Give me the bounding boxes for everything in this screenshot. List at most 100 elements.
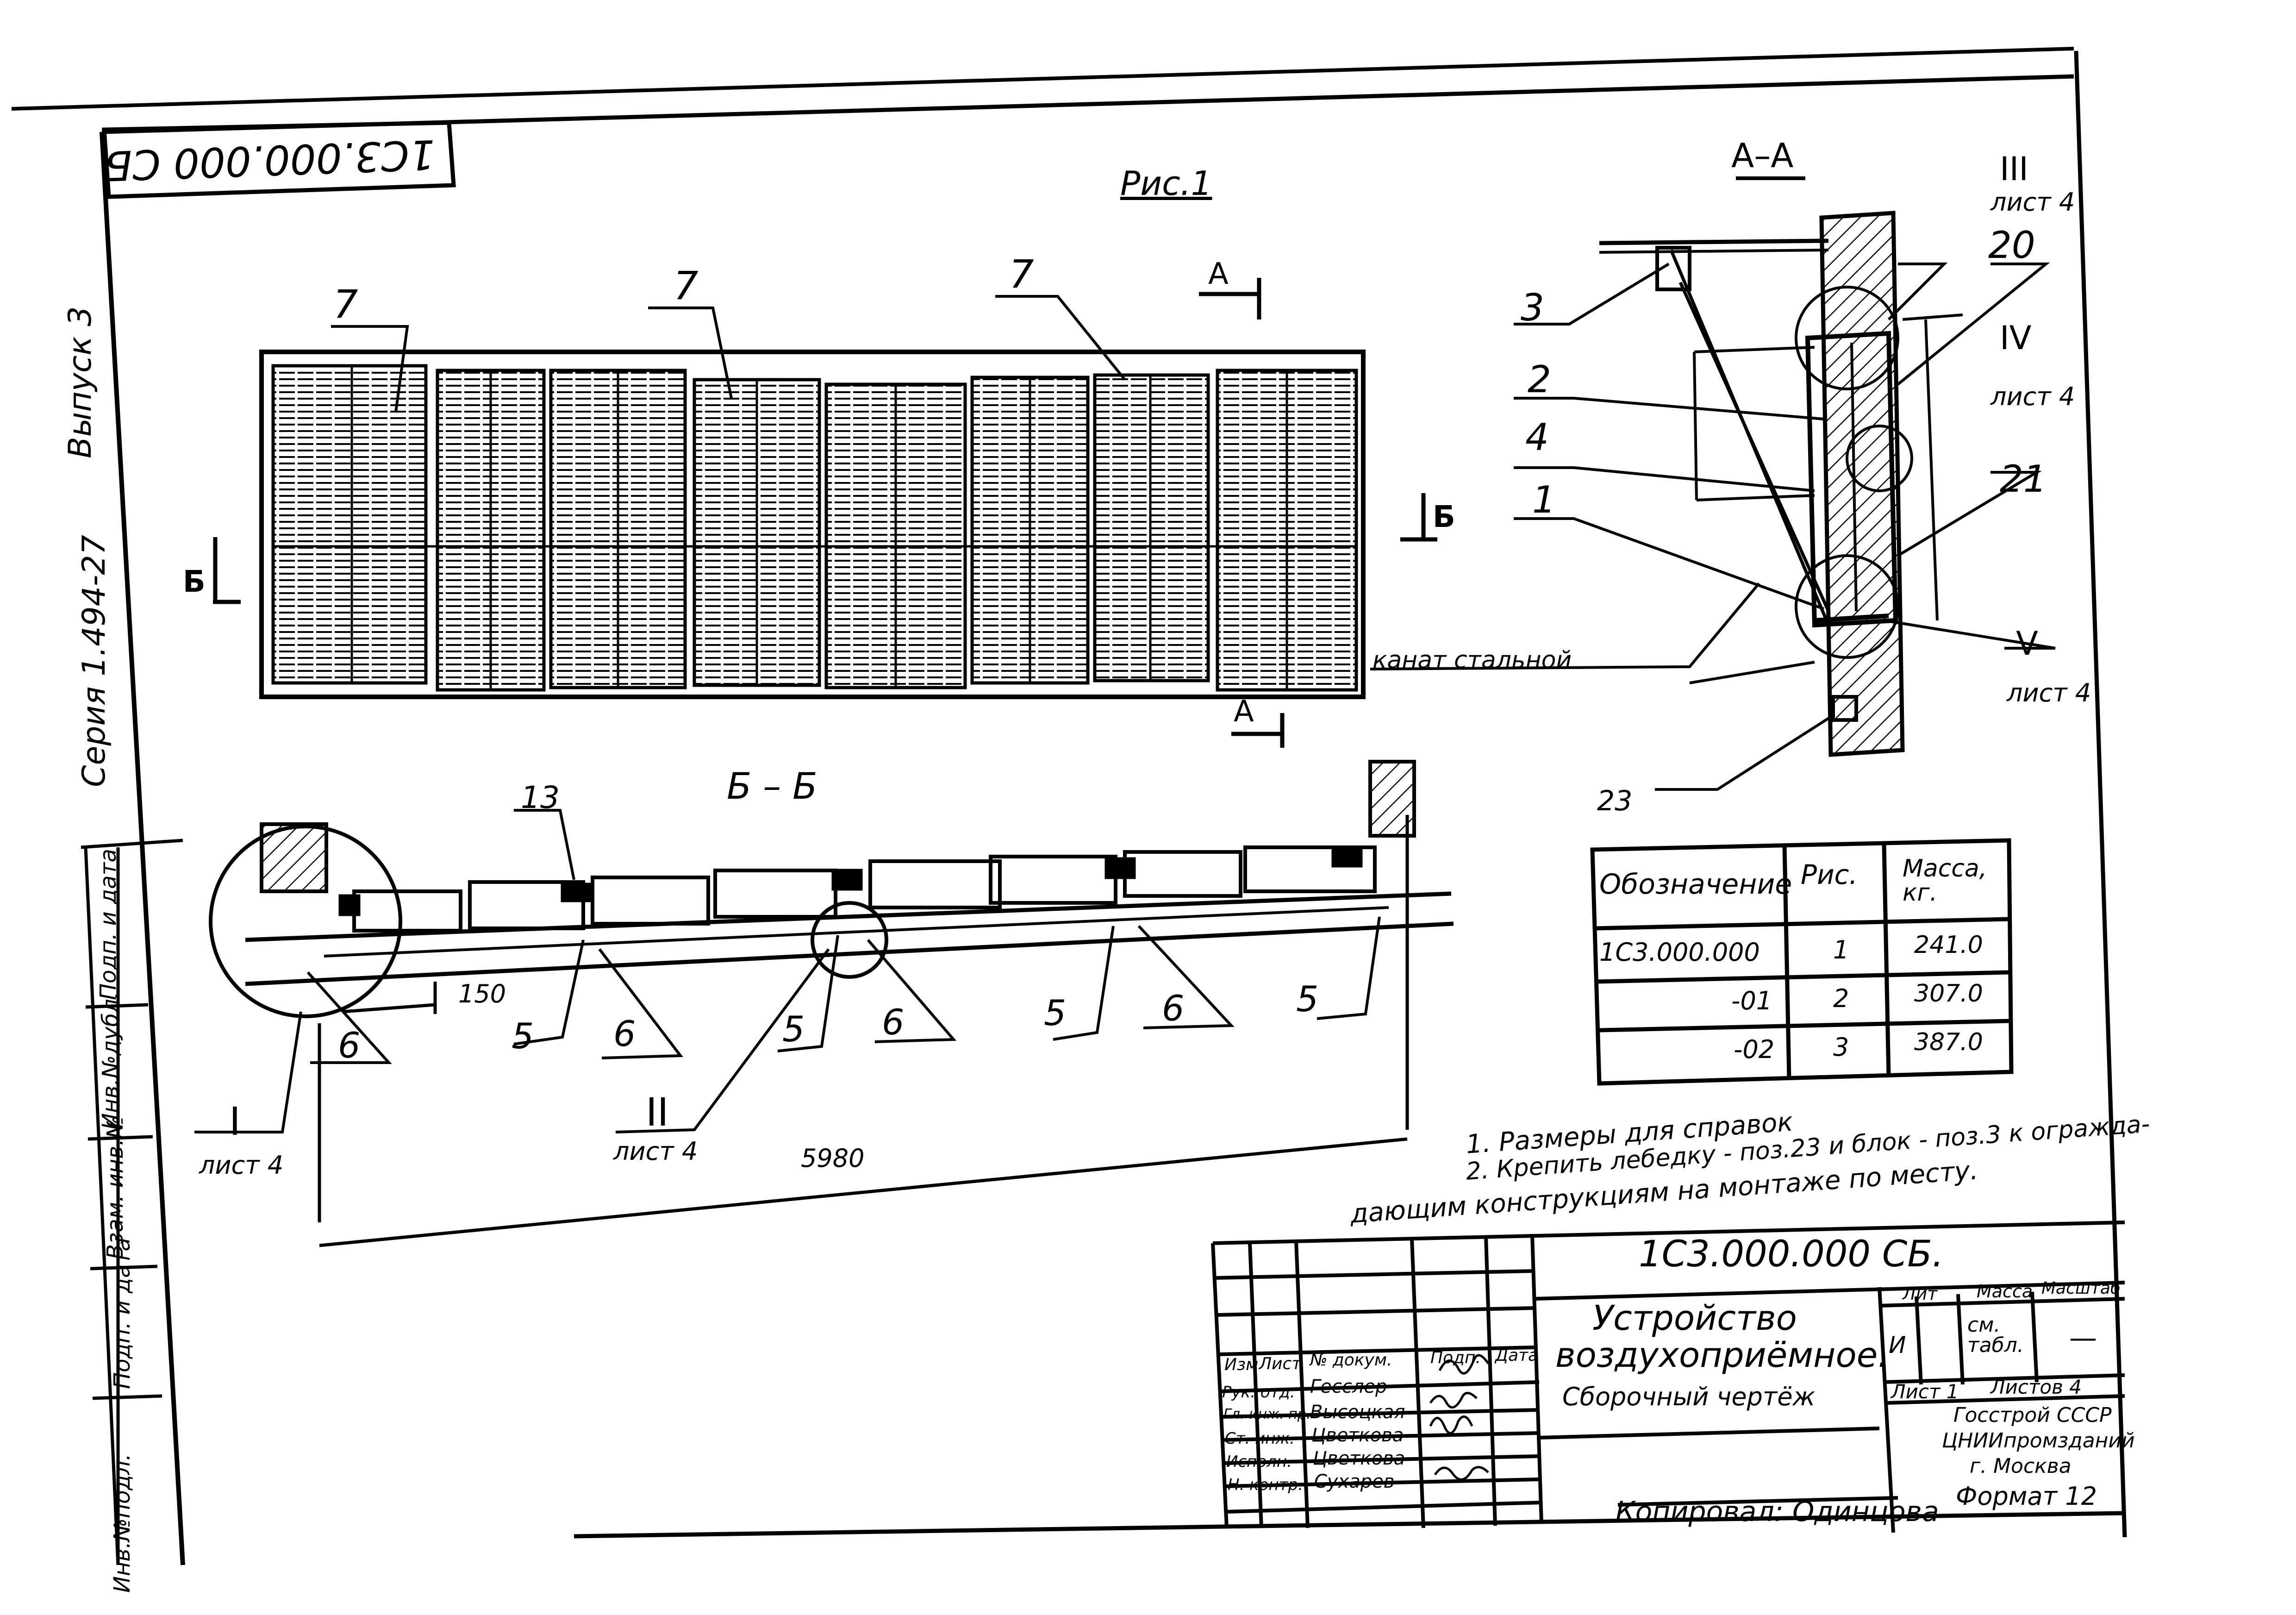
margin-cell-inv-podl: Инв.№подл. [109, 1453, 135, 1593]
dimension-5980: 5980 [801, 1144, 865, 1173]
callout-3: 3 [1521, 286, 1544, 329]
title-block-role-2: Гл. инж. пр. [1223, 1406, 1311, 1422]
title-block-mass-header: Масса [1977, 1281, 2033, 1302]
callout-20: 20 [1988, 224, 2035, 267]
callout-7-c: 7 [1009, 251, 1034, 297]
margin-cell-podp-1: Подп. и дата [109, 1238, 135, 1389]
section-aa-title: А–А [1731, 136, 1794, 175]
top-stamp-code: 1С3.000.000 СБ [103, 130, 436, 190]
dimension-150: 150 [458, 979, 506, 1008]
title-block-role-4: Исполн. [1226, 1452, 1292, 1471]
title-block-name-3: Цветкова [1311, 1425, 1404, 1446]
figure-label: Рис.1 [1120, 164, 1212, 203]
callout-roman-4: IV [2000, 319, 2032, 357]
title-block-col-date: Дата [1495, 1346, 1539, 1365]
callout-23: 23 [1597, 785, 1633, 817]
section-mark-b-right: Б [1433, 500, 1455, 534]
section-mark-b-left: Б [183, 565, 206, 599]
section-bb [209, 760, 1454, 1018]
callout-13: 13 [521, 780, 560, 815]
title-block-scale-value: — [2069, 1322, 2097, 1354]
callout-1: 1 [1532, 478, 1556, 521]
title-block-org-1: Госстрой СССР [1953, 1403, 2112, 1427]
top-stamp-frame [102, 120, 456, 199]
title-block-title-1: Устройство [1592, 1298, 1797, 1338]
callout-5-b: 5 [782, 1008, 805, 1050]
mass-table-row2-fig: 2 [1833, 984, 1849, 1013]
title-block-title-3: Сборочный чертёж [1562, 1382, 1816, 1411]
mass-table-row3-code: -02 [1734, 1035, 1775, 1064]
title-block-title-2: воздухоприёмное. [1555, 1335, 1889, 1375]
callout-list4-2: лист 4 [613, 1137, 698, 1166]
leaders-bb [194, 809, 1381, 1133]
title-block-role-5: Н. контр. [1228, 1476, 1303, 1494]
callout-list4-1: лист 4 [199, 1151, 284, 1180]
title-block-format: Формат 12 [1956, 1482, 2097, 1511]
plan-view [259, 350, 1366, 699]
section-bb-title: Б – Б [727, 766, 817, 808]
callout-roman-5: V [2016, 625, 2038, 663]
leaders-aa [1370, 263, 2056, 791]
section-mark-a-bottom: А [1234, 695, 1254, 729]
title-block-mass-value: см. табл. [1967, 1313, 2024, 1357]
title-block-name-5: Сухарев [1314, 1471, 1395, 1492]
mass-table-row1-fig: 1 [1833, 935, 1849, 964]
mass-table-row1-code: 1С3.000.000 [1599, 938, 1760, 967]
margin-seriya: Серия 1.494-27 [76, 535, 112, 787]
leaders-7 [331, 295, 1126, 413]
dimension-lines [318, 815, 1409, 1247]
mass-table-row3-mass: 387.0 [1914, 1028, 1983, 1056]
callout-7-a: 7 [333, 282, 358, 327]
title-block-col-izm: Изм [1224, 1355, 1259, 1374]
mass-table-row2-code: -01 [1731, 986, 1772, 1015]
title-block-role-1: Рук. отд. [1222, 1383, 1295, 1402]
signatures [1429, 1354, 1490, 1481]
title-block-col-list: Лист [1259, 1354, 1302, 1373]
section-aa [1599, 176, 1963, 757]
title-block-name-4: Цветкова [1313, 1448, 1405, 1469]
callout-6-b: 6 [613, 1013, 636, 1054]
title-block-org-3: г. Москва [1970, 1454, 2071, 1478]
title-block-role-3: Ст. инж. [1225, 1429, 1295, 1448]
title-block-name-2: Высоцкая [1310, 1402, 1405, 1423]
callout-6-d: 6 [1162, 988, 1185, 1029]
margin-vypusk: Выпуск 3 [62, 306, 99, 458]
title-block-copied: Копировал: Одинцова [1616, 1496, 1939, 1528]
callout-5-d: 5 [1296, 978, 1319, 1020]
title-block-col-sign: Подп. [1430, 1348, 1481, 1367]
callout-list4-5: лист 4 [2007, 678, 2091, 707]
mass-table-row2-mass: 307.0 [1914, 980, 1983, 1008]
title-block-sheets: Листов 4 [1990, 1376, 2082, 1398]
callout-4: 4 [1525, 416, 1549, 459]
title-block-grid [1211, 1221, 2125, 1533]
title-block-code: 1С3.000.000 СБ. [1639, 1233, 1944, 1275]
callout-list4-4: лист 4 [1990, 382, 2075, 411]
callout-7-b: 7 [674, 263, 699, 308]
title-block-lit-header: Лит [1903, 1283, 1938, 1304]
title-block-lit-value: И [1889, 1332, 1906, 1358]
callout-roman-1: I [229, 1099, 241, 1144]
title-block-scale-header: Масштаб [2041, 1279, 2121, 1298]
margin-cell-inv-dubl: Инв.№дубл. [98, 992, 124, 1130]
margin-cell-vzam-inv: Взам. инв.№ [102, 1115, 128, 1259]
callout-roman-3: III [2000, 150, 2028, 188]
left-margin-strip [81, 839, 183, 1565]
callout-2: 2 [1528, 358, 1551, 401]
mass-table-header-mass: Масса, кг. [1903, 855, 1987, 907]
callout-roman-2: II [646, 1089, 669, 1135]
mass-table-header-designation: Обозначение [1599, 868, 1792, 901]
mass-table-header-fig: Рис. [1801, 859, 1858, 890]
margin-cell-podp-2: Подп. и дата [95, 849, 121, 1000]
rope-label: канат стальной [1373, 646, 1572, 674]
title-block-col-doc: № докум. [1310, 1351, 1392, 1370]
title-block-name-1: Гесслер [1310, 1376, 1387, 1397]
callout-5-c: 5 [1044, 992, 1067, 1033]
callout-6-c: 6 [882, 1002, 905, 1043]
callout-21: 21 [2000, 457, 2047, 501]
mass-table-row1-mass: 241.0 [1914, 931, 1983, 959]
mass-table-row3-fig: 3 [1833, 1033, 1849, 1062]
callout-6-a: 6 [338, 1025, 361, 1066]
section-mark-a-top: А [1208, 257, 1229, 291]
callout-list4-3: лист 4 [1990, 188, 2075, 217]
